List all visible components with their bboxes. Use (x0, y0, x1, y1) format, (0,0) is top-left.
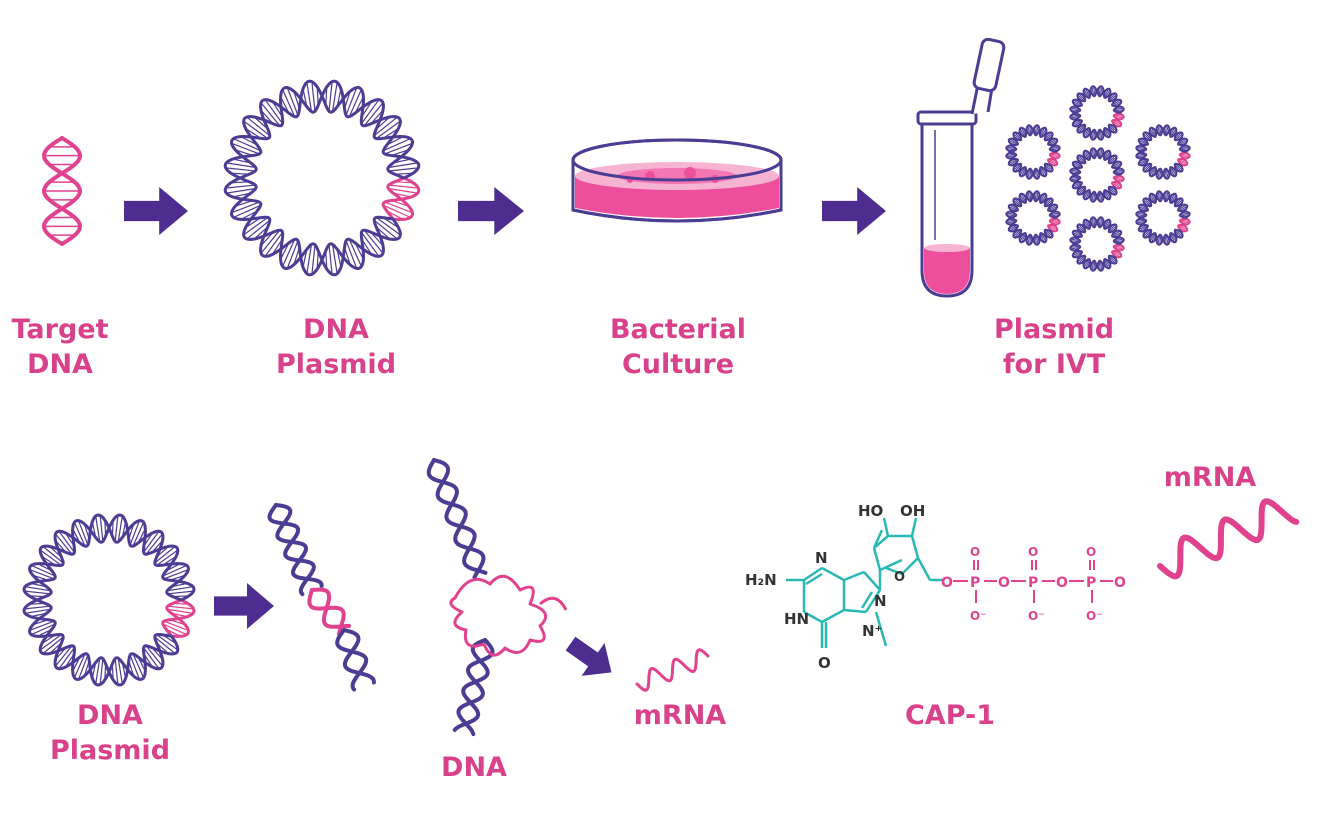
n-plus-text: N⁺ (862, 622, 882, 640)
label-line: CAP-1 (904, 700, 996, 731)
label-line: mRNA (1163, 462, 1257, 493)
chem-label: O⁻ (1028, 609, 1045, 623)
o-ring-text: O (894, 570, 905, 585)
label-dna-plasmid-row2: DNA Plasmid (30, 698, 190, 768)
arrow-icon (214, 583, 274, 629)
transcription-complex-icon (426, 458, 568, 737)
ho-text: HO (858, 502, 883, 520)
label-target-dna: Target DNA (0, 312, 120, 382)
label-line: Plasmid (275, 349, 397, 380)
label-plasmid-for-ivt: Plasmid for IVT (974, 312, 1134, 382)
dna-plasmid-icon (223, 79, 421, 277)
h2n-text: H₂N (745, 571, 777, 589)
label-mrna-small: mRNA (620, 698, 740, 733)
mrna-strand-icon (635, 648, 710, 692)
chem-label: O⁻ (970, 609, 987, 623)
chem-label: O⁻ (1086, 609, 1103, 623)
label-line: Culture (621, 349, 735, 380)
arrow-icon (124, 187, 188, 235)
label-line: DNA (77, 700, 143, 731)
chem-label: P (1028, 575, 1038, 591)
label-line: Bacterial (609, 314, 747, 345)
mrna-strand-icon (1157, 498, 1300, 580)
arrow-icon (822, 187, 886, 235)
n-imidazole-text: N (874, 592, 887, 610)
label-dna-plasmid: DNA Plasmid (256, 312, 416, 382)
chem-label: O (970, 545, 980, 559)
chem-label: O (998, 575, 1010, 591)
oh-text: OH (900, 502, 925, 520)
label-line: mRNA (633, 700, 727, 731)
chem-label: O (1056, 575, 1068, 591)
label-bacterial-culture: Bacterial Culture (598, 312, 758, 382)
cap1-structure-icon: H₂N N HN O HO OH O N N⁺ O O O O P O O⁻ P O O⁻ P O O⁻ (745, 502, 1126, 672)
plasmid-cluster-icon (1005, 85, 1191, 272)
chem-label: O (1028, 545, 1038, 559)
chem-label: O (1114, 575, 1126, 591)
arrow-icon (565, 636, 612, 676)
petri-dish-icon (571, 138, 783, 223)
n-text: N (815, 549, 828, 567)
label-mrna-large: mRNA (1140, 460, 1280, 495)
chem-label: O (941, 575, 953, 591)
linearized-dna-icon (267, 503, 376, 692)
label-line: DNA (441, 752, 507, 783)
label-cap1: CAP-1 (880, 698, 1020, 733)
chem-label: P (970, 575, 980, 591)
hn-text: HN (784, 610, 809, 628)
target-dna-helix-icon (41, 136, 83, 246)
microcentrifuge-tube-icon (916, 37, 1006, 298)
label-line: Target (11, 314, 109, 345)
label-line: for IVT (1002, 349, 1106, 380)
chem-label: O (1086, 545, 1096, 559)
label-line: Plasmid (993, 314, 1115, 345)
label-line: DNA (27, 349, 93, 380)
chem-label: P (1086, 575, 1096, 591)
arrow-icon (458, 187, 524, 235)
label-dna: DNA (424, 750, 524, 785)
o-text: O (818, 654, 831, 672)
label-line: Plasmid (49, 735, 171, 766)
dna-plasmid-icon (22, 513, 196, 687)
label-line: DNA (303, 314, 369, 345)
